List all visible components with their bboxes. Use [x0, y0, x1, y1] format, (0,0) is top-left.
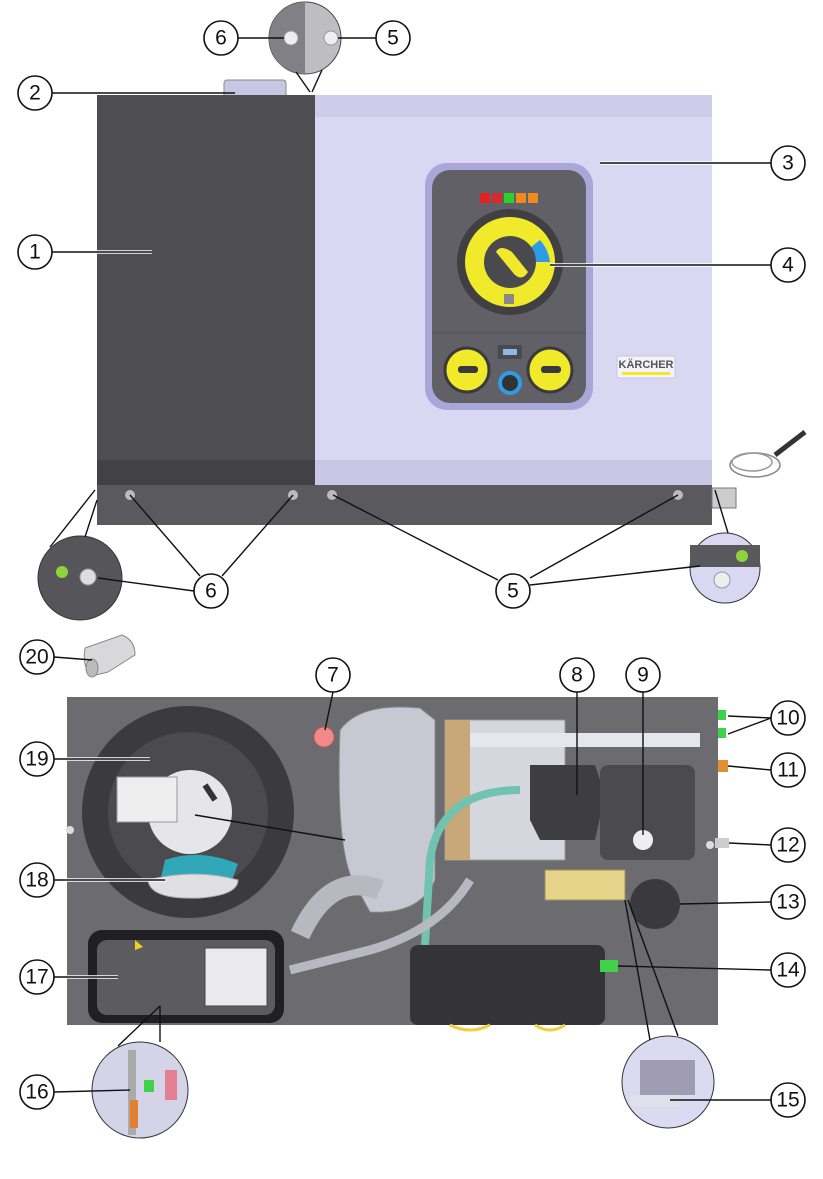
svg-text:3: 3: [782, 152, 794, 175]
inset-top-connectors: [268, 1, 342, 93]
callout-4: 4: [770, 247, 806, 283]
callout-10: 10: [770, 700, 806, 736]
callout-6-top: 6: [203, 20, 239, 56]
svg-text:14: 14: [776, 959, 800, 982]
machine-front-view: KÄRCHER: [97, 79, 807, 525]
svg-text:4: 4: [782, 254, 794, 277]
callout-17: 17: [19, 959, 55, 995]
callout-20: 20: [19, 639, 55, 675]
svg-text:5: 5: [507, 580, 519, 603]
svg-text:7: 7: [327, 664, 339, 687]
svg-text:12: 12: [776, 834, 799, 857]
dial-knob-pointer: [496, 248, 528, 278]
adapter-part: [83, 634, 136, 678]
svg-text:6: 6: [205, 580, 217, 603]
fuel-tank-bottom: [410, 945, 618, 1032]
svg-text:11: 11: [777, 759, 799, 782]
dark-housing-bottom: [97, 460, 315, 487]
status-led-orange-2: [528, 193, 538, 203]
svg-text:6: 6: [215, 27, 227, 50]
svg-text:18: 18: [25, 869, 48, 892]
callout-1: 1: [17, 234, 53, 270]
svg-text:19: 19: [25, 748, 48, 771]
leader-lines: [52, 37, 772, 1101]
svg-text:15: 15: [776, 1089, 799, 1112]
grey-hose: [288, 877, 474, 975]
internal-components-view: [66, 634, 729, 1032]
svg-text:10: 10: [776, 707, 799, 730]
callout-6-bottom: 6: [193, 573, 229, 609]
svg-text:13: 13: [776, 891, 799, 914]
power-cable: [711, 430, 807, 509]
status-led-red-2: [492, 193, 502, 203]
callout-5-bottom: 5: [495, 573, 531, 609]
callout-14: 14: [770, 952, 806, 988]
callout-12: 12: [770, 827, 806, 863]
inset-left-ground: [37, 489, 123, 621]
dark-housing-panel: [97, 95, 315, 487]
callout-15: 15: [770, 1082, 806, 1118]
svg-text:16: 16: [25, 1081, 48, 1104]
inset-pump-valve: [621, 899, 715, 1129]
callout-7: 7: [315, 657, 351, 693]
svg-text:2: 2: [29, 82, 41, 105]
svg-text:1: 1: [29, 241, 41, 264]
callout-3: 3: [770, 145, 806, 181]
detergent-tank: [88, 930, 284, 1023]
status-led-red: [480, 193, 490, 203]
callout-18: 18: [19, 862, 55, 898]
callout-16: 16: [19, 1074, 55, 1110]
status-led-green: [504, 193, 514, 203]
svg-text:8: 8: [571, 664, 583, 687]
callout-13: 13: [770, 884, 806, 920]
inset-detergent-valve: [91, 1005, 189, 1139]
green-hose: [421, 786, 521, 946]
hose-reel-drum: [82, 706, 294, 918]
callout-19: 19: [19, 741, 55, 777]
svg-text:KÄRCHER: KÄRCHER: [619, 358, 674, 371]
callout-2: 2: [17, 75, 53, 111]
control-panel: [425, 163, 593, 410]
svg-text:20: 20: [25, 646, 48, 669]
svg-text:17: 17: [25, 966, 48, 989]
inset-right-ground: [689, 489, 761, 604]
base-plate: [97, 485, 712, 525]
control-box: [530, 765, 695, 860]
burner-blower: [290, 706, 436, 940]
brand-logo: KÄRCHER: [616, 355, 676, 379]
callout-8: 8: [559, 657, 595, 693]
callout-11: 11: [770, 752, 806, 788]
callout-9: 9: [625, 657, 661, 693]
svg-text:9: 9: [637, 664, 649, 687]
status-led-orange: [516, 193, 526, 203]
svg-text:5: 5: [387, 27, 399, 50]
pump-unit: [544, 869, 680, 929]
callout-5-top: 5: [375, 20, 411, 56]
callouts: 6 5 2 3 1 4 6 5 20 7 8 9 10 11 19 12 18 …: [17, 20, 806, 1118]
